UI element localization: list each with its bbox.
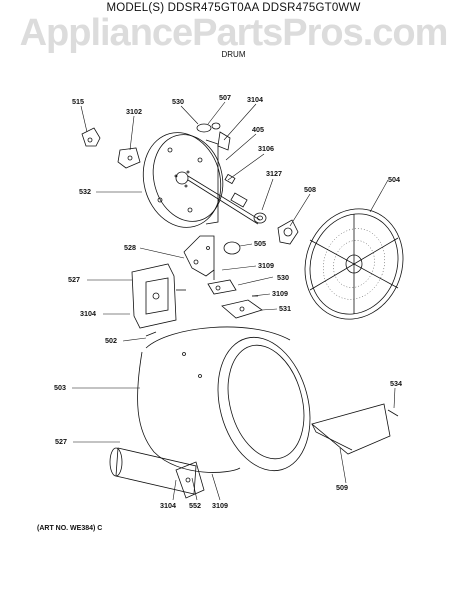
model-line: MODEL(S) DDSR475GT0AA DDSR475GT0WW <box>106 2 361 14</box>
callout-531: 531 <box>279 304 291 313</box>
art-number: (ART NO. WE384) C <box>37 525 103 532</box>
callout-530-idler: 530 <box>277 273 289 282</box>
callout-3127: 3127 <box>266 169 282 178</box>
callout-labels: 515 3102 530 507 3104 405 3106 532 3127 … <box>54 93 402 510</box>
leader-lines <box>72 101 396 501</box>
screws <box>145 295 399 417</box>
watermark: AppliancePartsPros.com <box>19 12 449 54</box>
callout-552: 552 <box>189 501 201 510</box>
section-title: DRUM <box>221 50 246 59</box>
washer-3127 <box>253 212 267 224</box>
front-bulkhead-504 <box>304 208 404 320</box>
bracket-515 <box>81 127 101 147</box>
callout-502: 502 <box>105 336 117 345</box>
callout-3104-c: 3104 <box>160 501 176 510</box>
motor-527 <box>109 447 205 499</box>
callout-505: 505 <box>254 239 266 248</box>
rear-bulkhead-532 <box>142 132 224 228</box>
callout-509: 509 <box>336 483 348 492</box>
callout-503: 503 <box>54 383 66 392</box>
callout-528: 528 <box>124 243 136 252</box>
callout-527-motor: 527 <box>55 437 67 446</box>
plate-531 <box>221 299 263 319</box>
callout-405: 405 <box>252 125 264 134</box>
callout-508: 508 <box>304 185 316 194</box>
upper-fasteners <box>196 122 231 151</box>
callout-515: 515 <box>72 97 84 106</box>
drum-503 <box>137 326 311 473</box>
bracket-528 <box>183 235 215 277</box>
motor-bracket-527 <box>131 263 186 329</box>
callout-3106: 3106 <box>258 144 274 153</box>
callout-3109: 3109 <box>258 261 274 270</box>
bearing-508 <box>277 219 299 245</box>
callout-3104: 3104 <box>247 95 263 104</box>
callout-507: 507 <box>219 93 231 102</box>
baffle-509 <box>311 403 391 455</box>
callout-3102: 3102 <box>126 107 142 116</box>
callout-530: 530 <box>172 97 184 106</box>
callout-504: 504 <box>388 175 400 184</box>
ring-505 <box>223 241 241 255</box>
callout-3104-b: 3104 <box>80 309 96 318</box>
callout-3109-b: 3109 <box>272 289 288 298</box>
drum-shaft <box>187 173 261 225</box>
idler-530 <box>207 270 237 295</box>
bracket-3102 <box>117 147 141 169</box>
callout-3109-c: 3109 <box>212 501 228 510</box>
callout-534: 534 <box>390 379 402 388</box>
callout-532: 532 <box>79 187 91 196</box>
callout-527: 527 <box>68 275 80 284</box>
